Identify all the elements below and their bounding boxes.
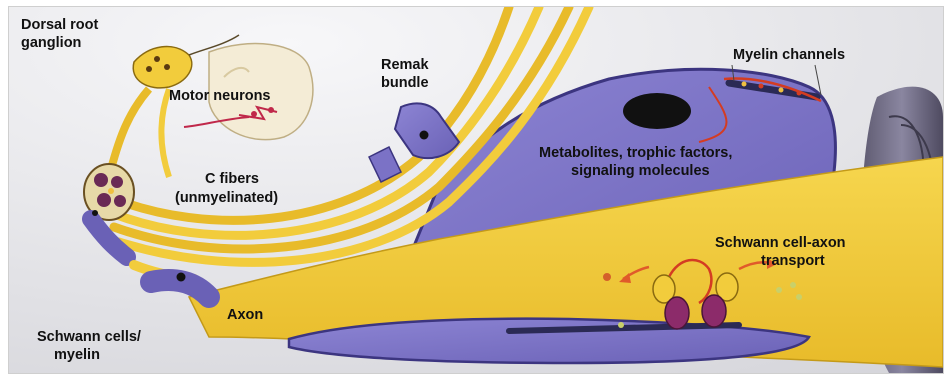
label-schwann-cells-2: myelin — [54, 347, 100, 363]
schwann-lower-segment — [289, 319, 809, 363]
label-transport-1: Schwann cell-axon — [715, 235, 846, 251]
label-remak-1: Remak — [381, 57, 429, 73]
label-axon: Axon — [227, 307, 263, 323]
label-metabolites-2: signaling molecules — [571, 163, 710, 179]
label-motor-neurons: Motor neurons — [169, 88, 271, 104]
label-dorsal-root-ganglion-2: ganglion — [21, 35, 81, 51]
label-schwann-cells-1: Schwann cells/ — [37, 329, 141, 345]
label-dorsal-root-ganglion-1: Dorsal root — [21, 17, 99, 33]
label-c-fibers-1: C fibers — [205, 171, 259, 187]
nucleus — [623, 93, 691, 129]
label-metabolites-1: Metabolites, trophic factors, — [539, 145, 732, 161]
schwann-cell-axon-diagram: Dorsal root ganglion Motor neurons Remak… — [8, 6, 944, 374]
label-myelin-channels: Myelin channels — [733, 47, 845, 63]
label-remak-2: bundle — [381, 75, 429, 91]
label-c-fibers-2: (unmyelinated) — [175, 190, 278, 206]
label-transport-2: transport — [761, 253, 825, 269]
